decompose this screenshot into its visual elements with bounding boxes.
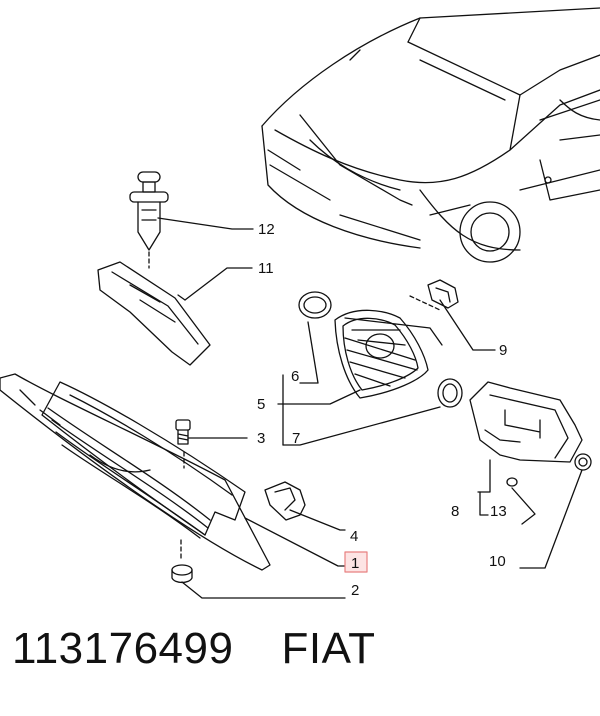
part-11-bracket <box>97 261 211 366</box>
callout-2: 2 <box>351 582 359 599</box>
part-1-grille <box>0 373 271 571</box>
part-7-badge <box>437 378 463 408</box>
part-13-nut <box>506 477 518 487</box>
callout-1-highlight <box>344 551 368 573</box>
footer-caption: 113176499 FIAT <box>12 624 376 674</box>
callout-9: 9 <box>499 342 507 359</box>
callout-8: 8 <box>451 503 459 520</box>
leader-lines <box>157 217 583 599</box>
part-10-cap <box>574 453 592 471</box>
part-3-screw <box>175 419 191 445</box>
callout-3: 3 <box>257 430 265 447</box>
callout-labels: 12 11 9 6 5 7 3 8 13 4 1 10 2 <box>257 221 507 599</box>
callout-13: 13 <box>490 503 507 520</box>
part-12-clip <box>129 171 169 269</box>
part-6-badge <box>298 291 332 319</box>
part-number: 113176499 <box>12 624 234 673</box>
callout-12: 12 <box>258 221 275 238</box>
part-2-nut <box>171 564 193 584</box>
brand-name: FIAT <box>281 624 376 673</box>
callout-5: 5 <box>257 396 265 413</box>
callout-6: 6 <box>291 368 299 385</box>
callout-7: 7 <box>292 430 300 447</box>
part-5-emblem-grille <box>334 309 429 399</box>
callout-1: 1 <box>351 555 359 572</box>
callout-10: 10 <box>489 553 506 570</box>
callout-11: 11 <box>258 260 274 277</box>
callout-4: 4 <box>350 528 358 545</box>
part-9-clip <box>427 279 459 309</box>
part-8-bracket <box>469 381 583 463</box>
car-illustration <box>261 7 600 263</box>
part-4-clip <box>264 481 306 521</box>
